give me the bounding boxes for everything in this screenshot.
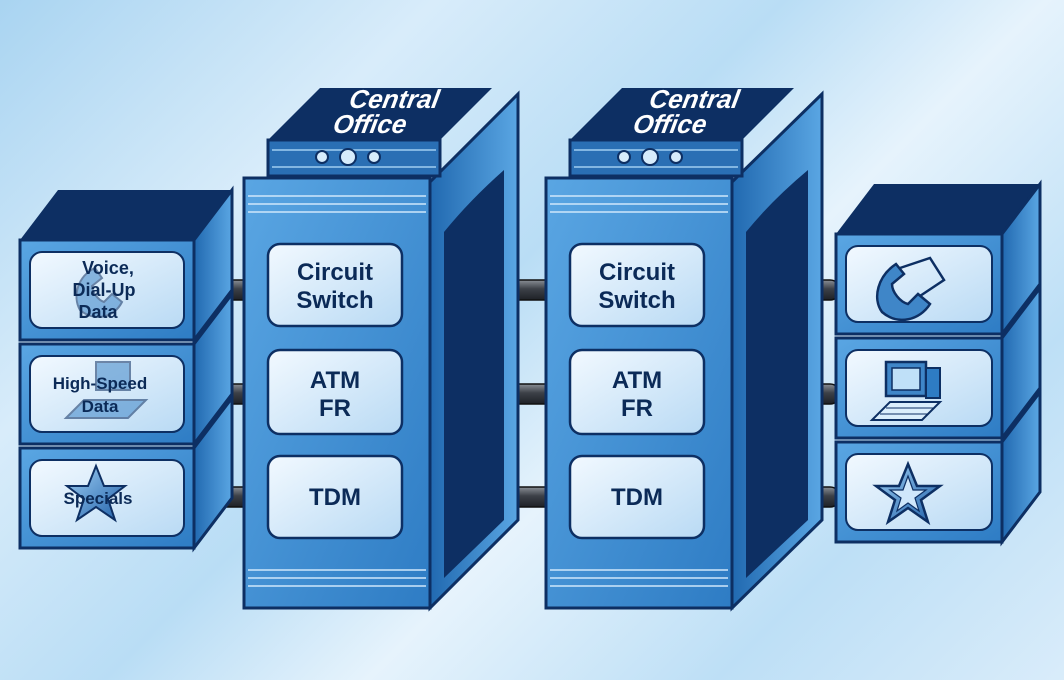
module-panel [266, 454, 404, 540]
indicator-light [367, 150, 381, 164]
module-panel [266, 348, 404, 436]
indicator-light [641, 148, 659, 166]
indicator-light [617, 150, 631, 164]
module-panel [266, 242, 404, 328]
left-service-box [18, 185, 234, 345]
central-office-left: Central Office Circuit Switch ATM FR TDM [242, 84, 520, 612]
star-icon [64, 463, 128, 523]
module-panel [568, 242, 706, 328]
central-office-right: Central Office Circuit Switch ATM FR TDM [544, 84, 824, 612]
module-label: Circuit [297, 259, 373, 286]
office-title-line2: Office [631, 109, 709, 139]
module-label: Circuit [599, 259, 675, 286]
office-title-line1: Central [647, 84, 742, 114]
indicator-light [315, 150, 329, 164]
computer-icon [63, 361, 149, 419]
office-title-line2: Office [331, 109, 409, 139]
module-label: FR [621, 395, 653, 422]
service-label-high-speed: High-Speed [53, 374, 147, 393]
telephone-icon [876, 256, 946, 322]
left-service-stack: Voice, Dial-Up Data High-Speed Data Spec… [18, 185, 234, 553]
module-panel [568, 454, 706, 540]
module-label: ATM [612, 367, 662, 394]
right-service-box [834, 179, 1042, 339]
telephone-icon [75, 266, 124, 318]
right-service-stack [834, 179, 1042, 547]
service-label-specials: Specials [64, 489, 133, 508]
indicator-light [339, 148, 357, 166]
module-label: ATM [310, 367, 360, 394]
computer-icon [869, 360, 943, 421]
module-label: TDM [309, 484, 361, 511]
service-label-data: Data [78, 302, 118, 322]
left-service-box [18, 393, 234, 553]
indicator-light [669, 150, 683, 164]
service-label-voice: Voice, [82, 258, 134, 278]
module-label: FR [319, 395, 351, 422]
module-label: Switch [296, 287, 373, 314]
office-title-line1: Central [347, 84, 442, 114]
module-label: TDM [611, 484, 663, 511]
service-label-hs-data: Data [82, 397, 119, 416]
module-label: Switch [598, 287, 675, 314]
star-icon [872, 460, 944, 526]
left-service-box [18, 289, 234, 449]
module-panel [568, 348, 706, 436]
service-label-dial-up: Dial-Up [73, 280, 136, 300]
